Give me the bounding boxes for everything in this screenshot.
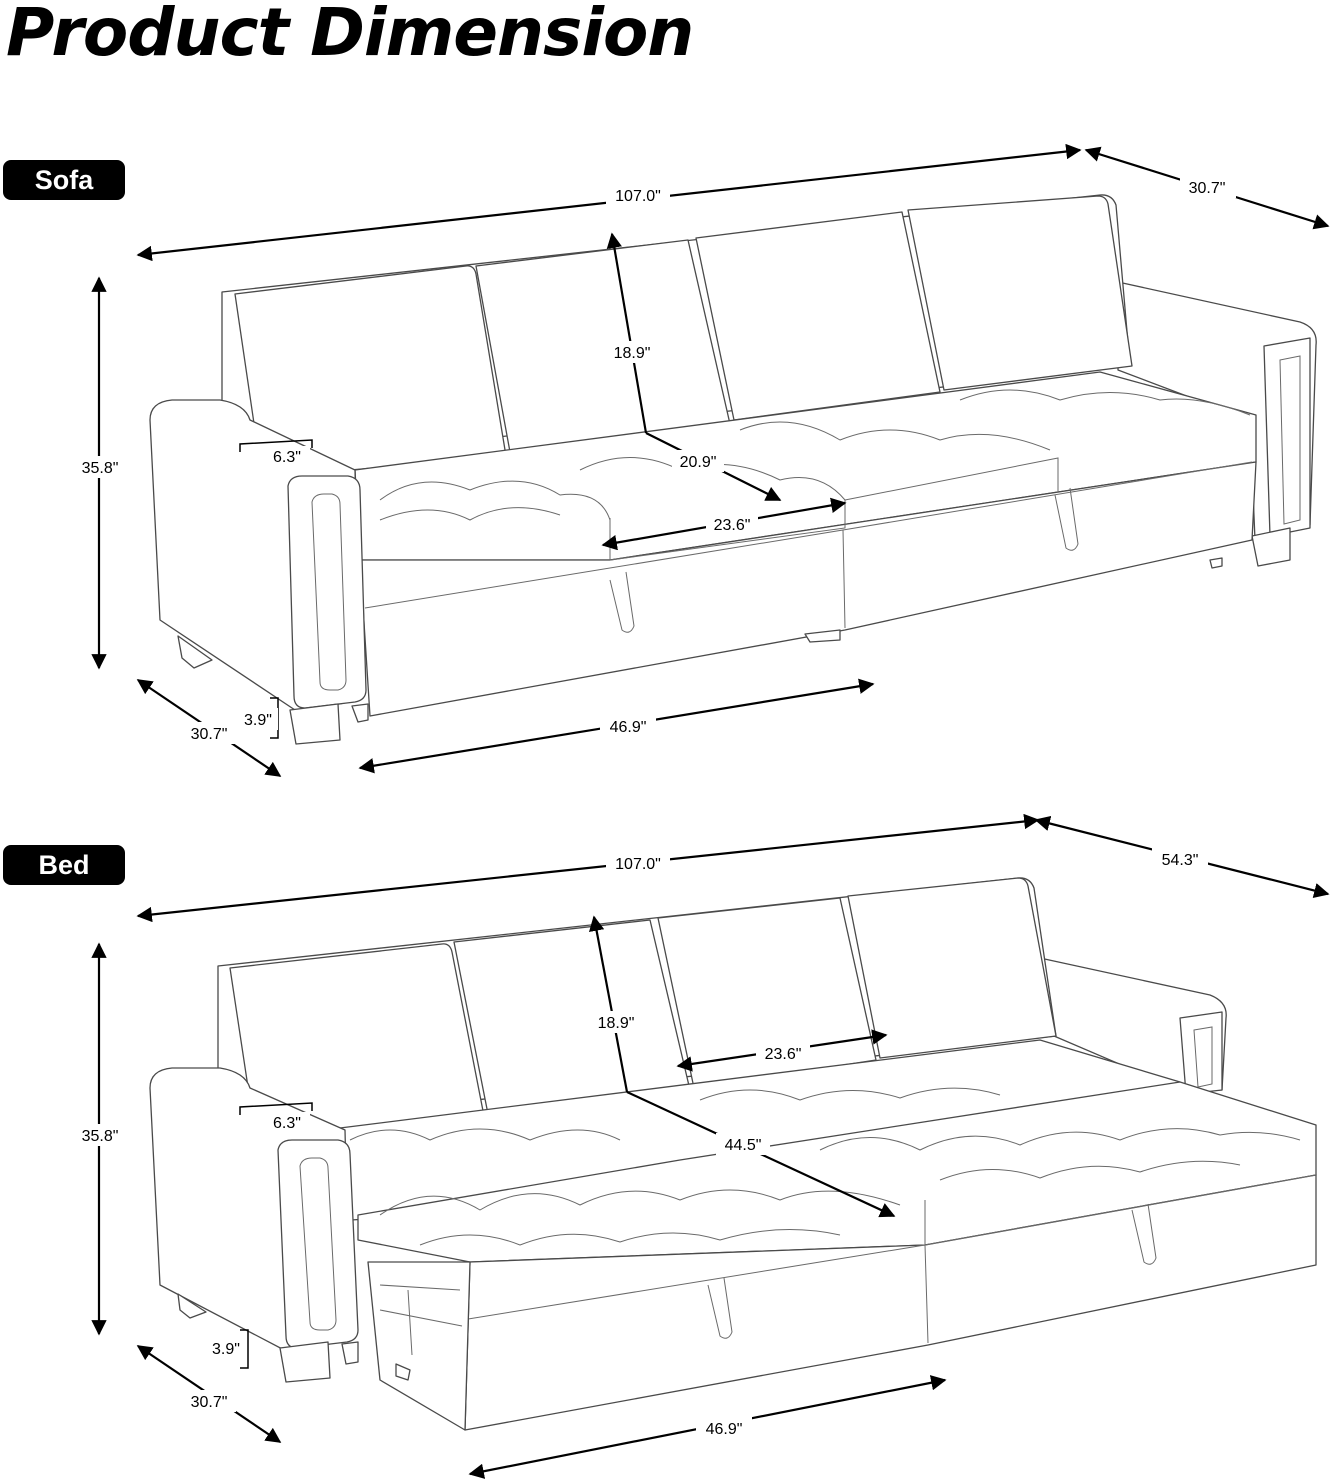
bed-leg-height-label: 3.9": [212, 1341, 240, 1358]
page-title: Product Dimension: [6, 0, 694, 71]
sofa-bottom-length-label: 46.9": [610, 719, 647, 736]
sofa-leg-height-label: 3.9": [244, 712, 272, 729]
bed-bottom-length-label: 46.9": [706, 1421, 743, 1438]
bed-total-length-label: 107.0": [615, 856, 661, 873]
bed-section-badge: Bed: [3, 845, 125, 885]
sofa-dimension-labels: 107.0" 30.7" 35.8" 18.9" 20.9" 23.6" 6.3…: [74, 176, 1236, 744]
bed-cushion-width-label: 23.6": [765, 1046, 802, 1063]
sofa-side-depth-label: 30.7": [191, 726, 228, 743]
bed-dimension-labels: 107.0" 54.3" 35.8" 18.9" 23.6" 6.3" 44.5…: [74, 848, 1208, 1439]
sofa-seat-depth-label: 20.9": [680, 454, 717, 471]
bed-backrest-height-label: 18.9": [598, 1015, 635, 1032]
bed-depth-top-label: 54.3": [1162, 852, 1199, 869]
sofa-backrest-arrow: [606, 232, 648, 434]
sofa-seat-width-label: 23.6": [714, 517, 751, 534]
sofa-height-label: 35.8": [82, 460, 119, 477]
sofa-total-length-label: 107.0": [615, 188, 661, 205]
bed-backrest-arrow: [589, 915, 629, 1093]
sofa-drawing: [149, 194, 1317, 745]
sofa-arm-width-bracket: [239, 439, 313, 452]
bed-drawing: [149, 877, 1317, 1431]
bed-arm-width-bracket: [239, 1102, 313, 1115]
bed-arm-width-label: 6.3": [273, 1115, 301, 1132]
bed-depth-label: 44.5": [725, 1137, 762, 1154]
sofa-section-badge: Sofa: [3, 160, 125, 200]
sofa-depth-top-label: 30.7": [1189, 180, 1226, 197]
bed-height-label: 35.8": [82, 1128, 119, 1145]
sofa-arm-width-label: 6.3": [273, 449, 301, 466]
sofa-backrest-height-label: 18.9": [614, 345, 651, 362]
bed-total-length-arrow: [136, 813, 1040, 923]
bed-side-depth-label: 30.7": [191, 1394, 228, 1411]
